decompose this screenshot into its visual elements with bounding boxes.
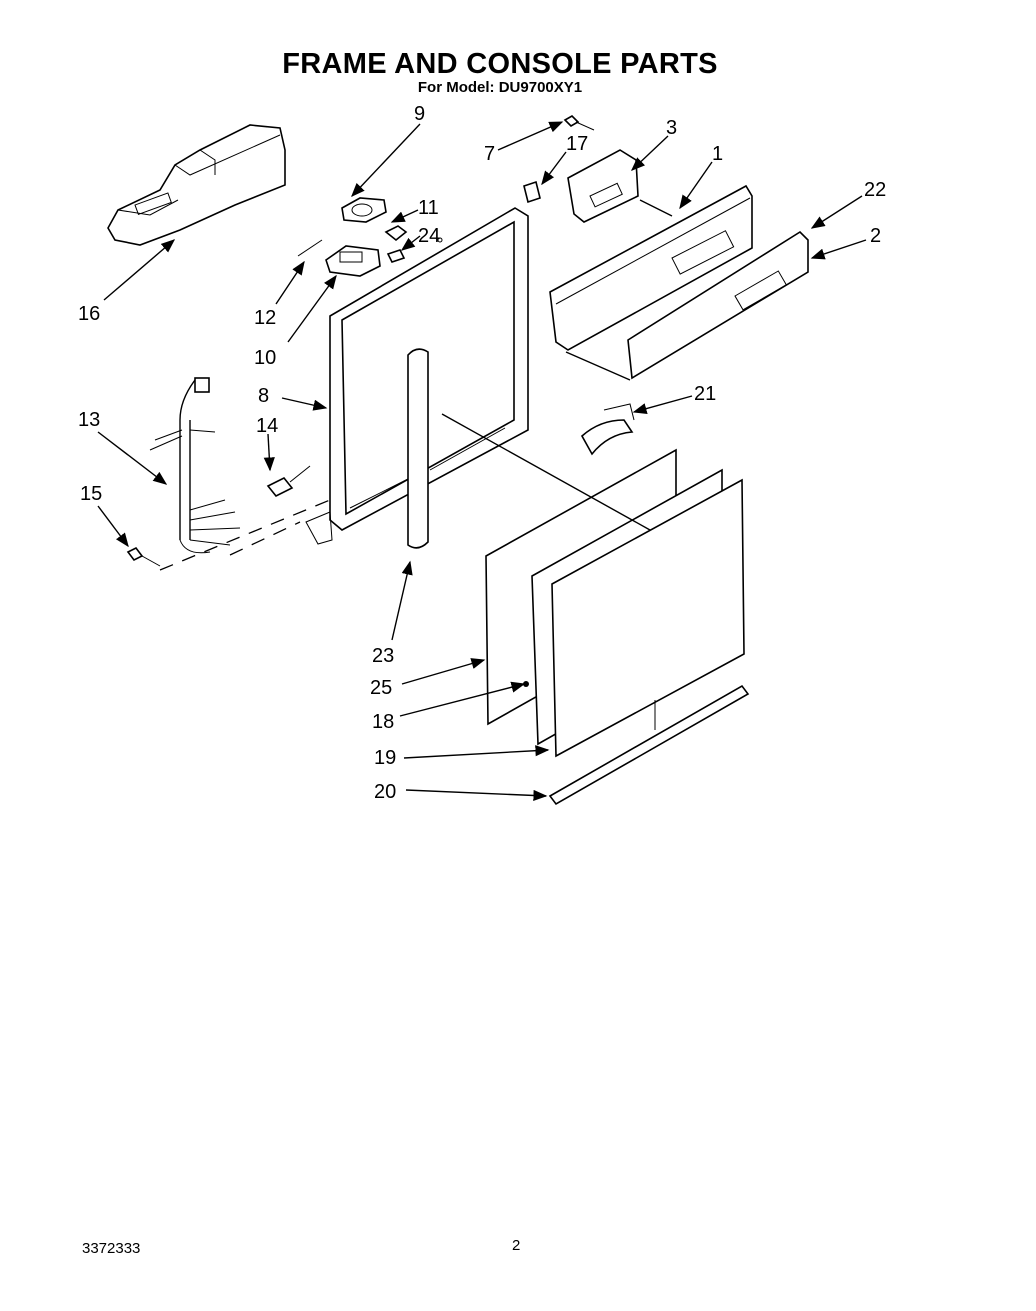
part-17-bracket xyxy=(523,180,541,204)
document-number: 3372333 xyxy=(82,1240,141,1257)
part-16-console-housing xyxy=(107,124,286,246)
callout-21: 21 xyxy=(694,383,716,405)
part-20-bottom-trim xyxy=(548,684,750,806)
callout-11: 11 xyxy=(418,197,439,219)
callout-3: 3 xyxy=(666,117,677,139)
callout-1: 1 xyxy=(712,143,723,165)
callout-9: 9 xyxy=(414,103,425,125)
callout-2: 2 xyxy=(870,225,881,247)
callout-8: 8 xyxy=(258,385,269,407)
callout-16: 16 xyxy=(78,303,100,325)
callout-7: 7 xyxy=(484,143,495,165)
callout-labels: 1 2 3 7 8 9 10 11 12 13 14 15 16 17 18 1… xyxy=(78,103,886,803)
part-24-latch-pin xyxy=(386,249,406,263)
callout-25: 25 xyxy=(370,677,392,699)
leader-lines xyxy=(97,121,867,802)
part-10-latch-base xyxy=(325,245,381,277)
callout-14: 14 xyxy=(256,415,278,437)
callout-17: 17 xyxy=(566,133,588,155)
callout-18: 18 xyxy=(372,711,394,733)
callout-22: 22 xyxy=(864,179,886,201)
part-11-latch-clip xyxy=(384,225,408,242)
part-1-console-panel xyxy=(549,184,753,351)
callout-20: 20 xyxy=(374,781,396,803)
callout-24: 24 xyxy=(418,225,440,247)
model-subtitle: For Model: DU9700XY1 xyxy=(417,79,583,96)
callout-13: 13 xyxy=(78,409,100,431)
part-2-control-panel xyxy=(627,230,809,380)
part-3-console-module xyxy=(567,149,639,223)
callout-19: 19 xyxy=(374,747,396,769)
page-title: FRAME AND CONSOLE PARTS xyxy=(282,48,718,80)
part-23-handle-bar xyxy=(407,348,429,549)
part-14-switch xyxy=(266,465,311,498)
part-9-latch-bracket xyxy=(341,197,387,223)
callout-15: 15 xyxy=(80,483,102,505)
part-19-outer-door-panel xyxy=(551,478,745,758)
page-number: 2 xyxy=(512,1237,521,1254)
part-15-screw xyxy=(126,546,161,567)
callout-23: 23 xyxy=(372,645,394,667)
callout-10: 10 xyxy=(254,347,276,369)
part-21-clip xyxy=(580,403,635,456)
callout-12: 12 xyxy=(254,307,276,329)
part-13-wire-harness xyxy=(149,377,241,554)
part-7-screw xyxy=(563,115,595,131)
